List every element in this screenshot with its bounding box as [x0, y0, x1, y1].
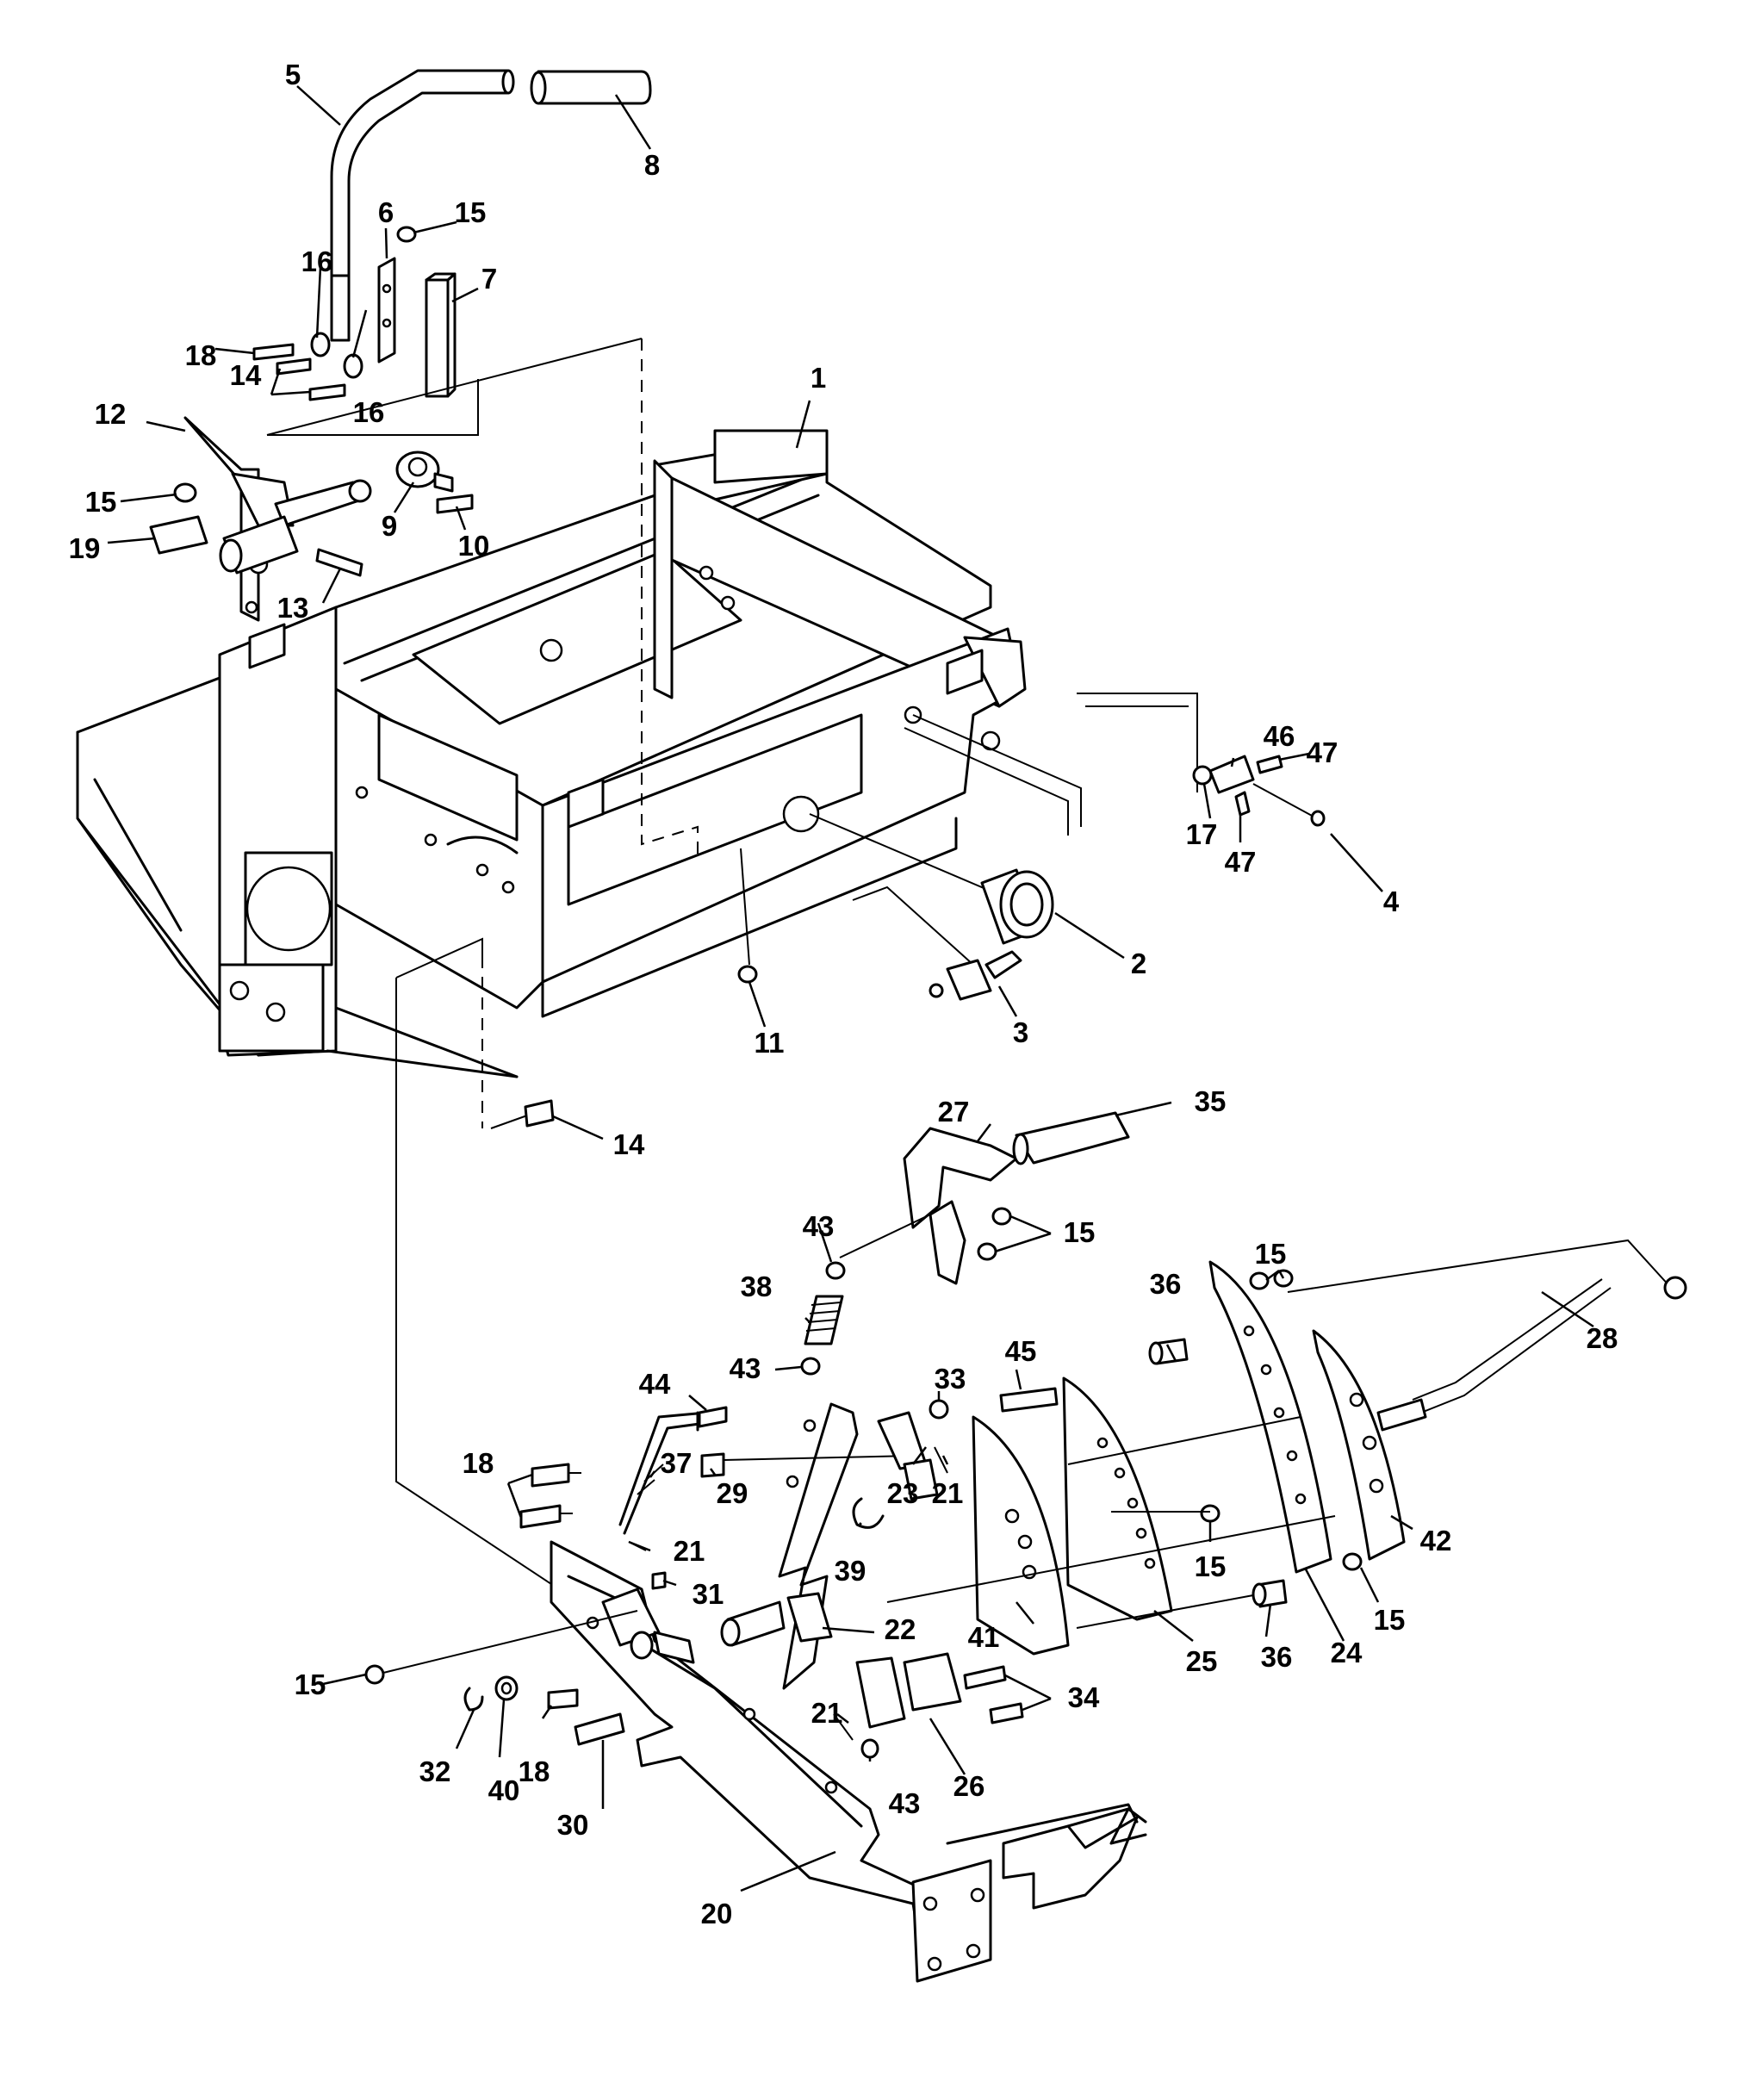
callout-17: 17: [1186, 818, 1218, 850]
callout-32: 32: [419, 1755, 451, 1787]
lower-pedal-assembly: [364, 978, 1687, 1983]
callout-25: 25: [1186, 1645, 1218, 1677]
fuel-cap-and-switch: [737, 693, 1326, 1001]
callout-21-c: 21: [811, 1697, 843, 1729]
callout-23: 23: [887, 1477, 919, 1509]
callout-42: 42: [1420, 1525, 1452, 1557]
callout-18-c: 18: [519, 1755, 550, 1787]
callout-29: 29: [717, 1477, 748, 1509]
callout-2: 2: [1131, 948, 1146, 979]
callout-44: 44: [639, 1368, 671, 1400]
callout-36-a: 36: [1150, 1268, 1182, 1300]
callout-37: 37: [661, 1447, 693, 1479]
callout-45: 45: [1005, 1335, 1037, 1367]
callout-22: 22: [885, 1613, 916, 1645]
callout-14-b: 14: [613, 1128, 645, 1160]
callout-20: 20: [701, 1898, 733, 1929]
callout-11: 11: [755, 1027, 785, 1059]
callout-35: 35: [1195, 1085, 1227, 1117]
callout-43-a: 43: [803, 1210, 835, 1242]
main-frame: [76, 429, 1027, 1078]
callout-43-c: 43: [889, 1787, 921, 1819]
callout-31: 31: [693, 1578, 724, 1610]
callout-33: 33: [935, 1363, 966, 1395]
callout-15-f: 15: [1374, 1604, 1406, 1636]
callout-41: 41: [968, 1621, 1000, 1653]
callout-18-a: 18: [185, 339, 217, 371]
leader-lines: [107, 85, 1594, 1892]
callout-38: 38: [741, 1271, 773, 1302]
callout-5: 5: [285, 59, 301, 90]
callout-14-a: 14: [230, 359, 262, 391]
callout-13: 13: [277, 592, 309, 624]
callout-15-c: 15: [1064, 1216, 1096, 1248]
callout-19: 19: [69, 532, 101, 564]
callout-12: 12: [95, 398, 127, 430]
callout-47-b: 47: [1225, 846, 1257, 878]
callout-7: 7: [481, 263, 497, 295]
callout-15-g: 15: [295, 1668, 326, 1700]
callout-1: 1: [811, 362, 826, 394]
callout-10: 10: [458, 530, 490, 562]
callout-26: 26: [953, 1770, 985, 1802]
callout-16-b: 16: [353, 396, 385, 428]
callout-43-b: 43: [730, 1352, 761, 1384]
callout-15-a: 15: [85, 486, 117, 518]
callout-3: 3: [1013, 1016, 1028, 1048]
callout-15-d: 15: [1255, 1238, 1287, 1270]
callout-39: 39: [835, 1555, 866, 1587]
callout-8: 8: [644, 149, 660, 181]
callout-46: 46: [1264, 720, 1295, 752]
callout-27: 27: [938, 1096, 970, 1128]
handle-assembly: [149, 69, 699, 1128]
callout-21-a: 21: [674, 1535, 705, 1567]
callout-15-e: 15: [1195, 1550, 1227, 1582]
callout-18-b: 18: [463, 1447, 494, 1479]
callout-47-a: 47: [1307, 736, 1339, 768]
callouts: 1 2 3 4 5 6 7 8 9 10 11 12 13 14 14 15 1…: [69, 59, 1618, 1929]
callout-28: 28: [1587, 1322, 1618, 1354]
callout-30: 30: [557, 1809, 589, 1841]
callout-16-a: 16: [301, 245, 333, 277]
callout-9: 9: [382, 510, 397, 542]
callout-6: 6: [378, 196, 394, 228]
callout-15-b: 15: [455, 196, 487, 228]
callout-36-b: 36: [1261, 1641, 1293, 1673]
callout-34: 34: [1068, 1681, 1100, 1713]
callout-24: 24: [1331, 1637, 1363, 1668]
callout-40: 40: [488, 1774, 520, 1806]
callout-4: 4: [1383, 885, 1400, 917]
callout-21-b: 21: [932, 1477, 964, 1509]
